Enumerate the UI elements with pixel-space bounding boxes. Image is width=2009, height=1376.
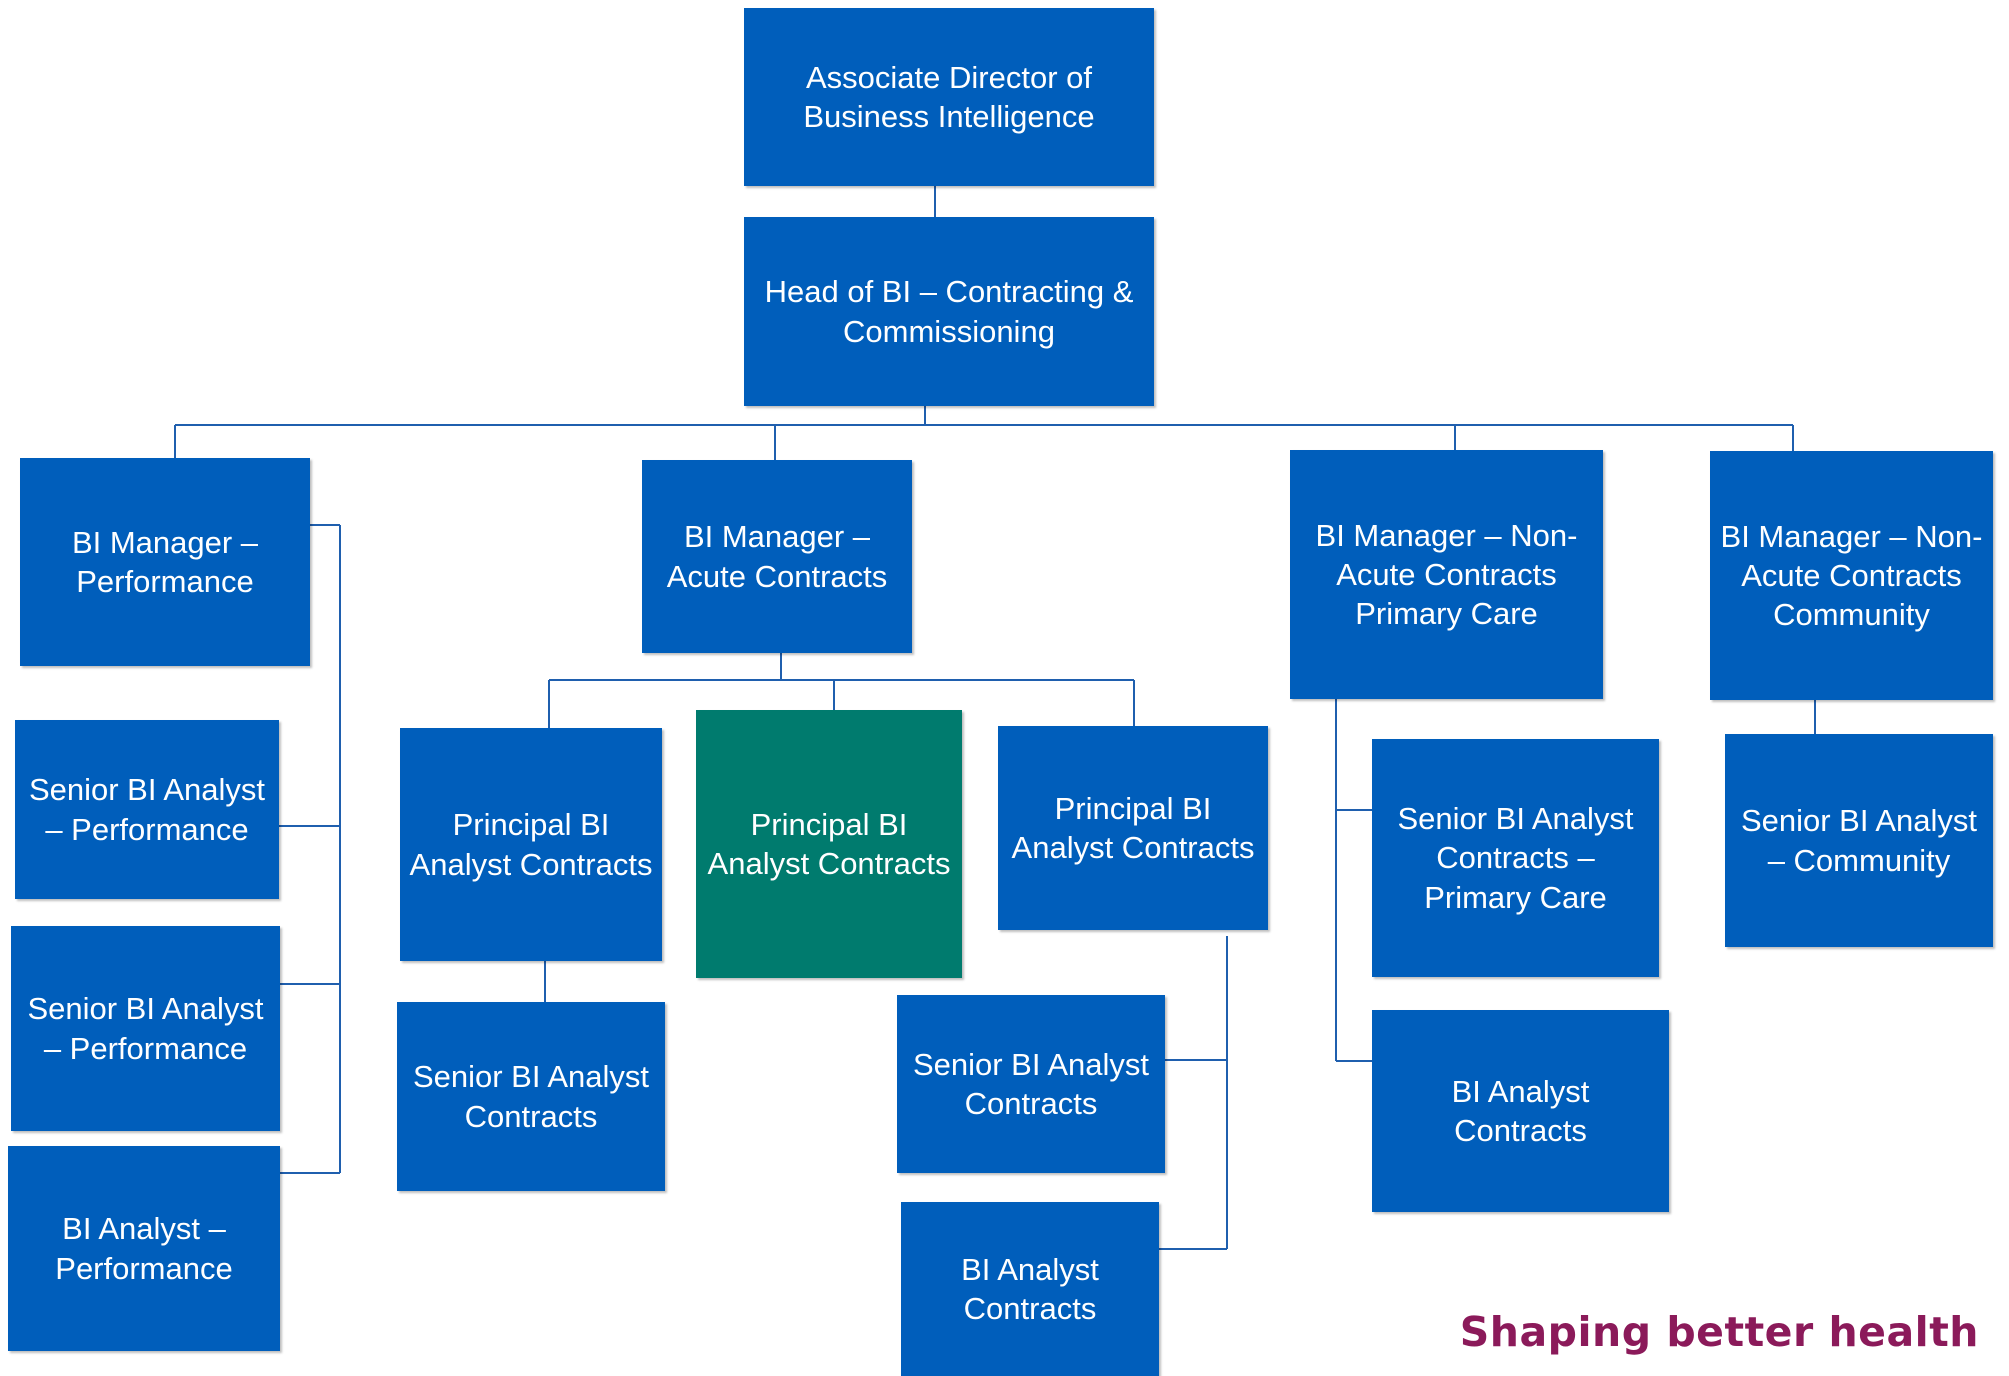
org-node-line: Contracts – [1436, 840, 1595, 876]
org-node-line: Senior BI Analyst [1740, 803, 1978, 839]
org-node-n12: Principal BI Analyst Contracts [998, 726, 1268, 930]
org-node-line: Principal BI [1054, 790, 1212, 826]
org-node-line: BI Analyst [961, 1251, 1099, 1287]
org-node-line: Contracts [963, 1291, 1097, 1326]
org-node-line: Associate Director of [805, 59, 1092, 95]
org-node-line: Acute Contracts [666, 558, 888, 594]
org-node-line: Business Intelligence [803, 99, 1095, 134]
org-node-title: Head of BI – Contracting &Commissioning [765, 272, 1134, 350]
org-node-line: Analyst Contracts [409, 846, 653, 882]
org-node-line: Principal BI [452, 807, 610, 843]
org-node-line: BI Manager – Non- [1315, 517, 1578, 553]
org-node-line: Performance [76, 564, 254, 599]
org-node-n2: Head of BI – Contracting &Commissioning [744, 217, 1154, 406]
org-node-n11: Principal BI Analyst Contracts [696, 710, 962, 978]
org-node-line: Performance [55, 1250, 233, 1286]
org-node-line: Analyst Contracts [1011, 830, 1255, 865]
brand-tagline: Shaping better health [1459, 1308, 1979, 1356]
org-node-n8: Senior BI Analyst– Performance [11, 926, 280, 1131]
org-node-title: Senior BI Analyst– Performance [27, 989, 263, 1067]
org-node-line: Senior BI Analyst [912, 1046, 1150, 1082]
org-node-line: BI Analyst – [62, 1211, 226, 1247]
org-node-n1: Associate Director of Business Intelligen… [744, 8, 1154, 186]
org-node-line: Principal BI [750, 806, 908, 842]
org-node-line: – Performance [45, 811, 249, 847]
org-node-line: Senior BI Analyst [1397, 801, 1634, 837]
org-node-line: Senior BI Analyst [412, 1059, 650, 1095]
org-node-line: Contracts [964, 1086, 1098, 1121]
org-node-line: Contracts [1454, 1113, 1587, 1148]
org-node-line: BI Manager – Non- [1720, 518, 1983, 554]
org-node-n18: Senior BI Analyst– Community [1725, 734, 1993, 947]
org-node-n7: Senior BI Analyst– Performance [15, 720, 279, 899]
org-node-line: Senior BI Analyst [27, 991, 264, 1027]
org-node-title: Associate Director of Business Intelligen… [803, 58, 1094, 136]
org-node-line: Analyst Contracts [707, 846, 951, 881]
org-node-title: Senior BI Analyst– Community [1741, 801, 1977, 879]
org-node-line: – Community [1767, 842, 1951, 878]
org-node-line: Primary Care [1355, 596, 1538, 632]
org-node-title: BI Manager – Performance [72, 523, 258, 601]
org-node-title: Principal BI Analyst Contracts [1012, 789, 1255, 867]
org-node-line: BI Manager – [683, 519, 871, 555]
org-node-line: BI Analyst [1451, 1073, 1590, 1109]
org-node-line: – Performance [43, 1030, 248, 1066]
org-node-title: Principal BI Analyst Contracts [708, 805, 951, 883]
org-node-line: Acute Contracts [1336, 556, 1557, 592]
org-node-n3: BI Manager – Performance [20, 458, 310, 666]
org-node-line: Commissioning [843, 313, 1055, 349]
org-node-line: Senior BI Analyst [28, 772, 266, 808]
org-node-line: BI Manager – [71, 524, 259, 560]
org-node-line: Contracts [464, 1098, 598, 1134]
org-node-line: Community [1773, 597, 1930, 633]
org-node-line: Head of BI – Contracting & [764, 274, 1134, 310]
org-node-title: Senior BI Analyst– Performance [29, 770, 265, 848]
org-node-n9: BI Analyst –Performance [8, 1146, 280, 1351]
org-node-line: Primary Care [1424, 879, 1607, 915]
org-node-title: BI Analyst –Performance [55, 1209, 232, 1287]
org-node-title: BI Manager –Acute Contracts [667, 517, 888, 595]
org-node-n4: BI Manager –Acute Contracts [642, 460, 912, 653]
org-node-line: Acute Contracts [1741, 557, 1962, 593]
